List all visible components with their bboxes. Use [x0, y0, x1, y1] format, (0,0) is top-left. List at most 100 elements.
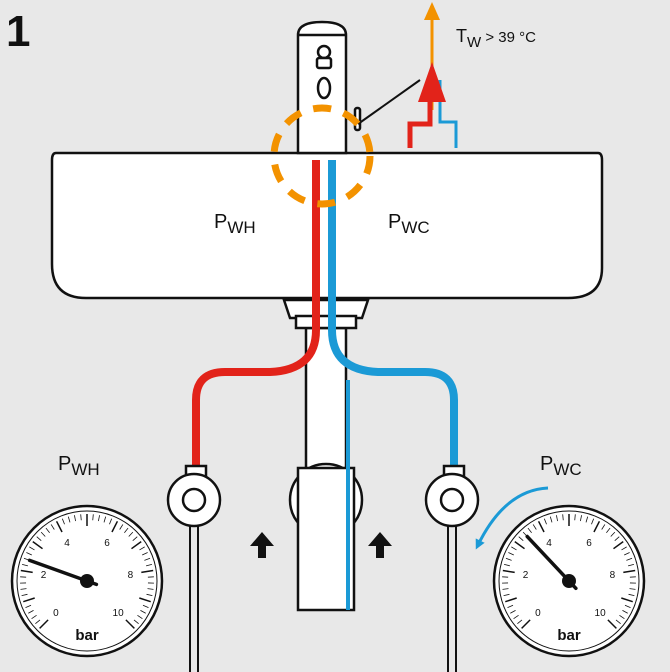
gauge-tick — [28, 610, 34, 614]
gauge-tick-label: 6 — [104, 538, 110, 549]
gauge-tick — [514, 541, 525, 550]
gauge-tick — [507, 604, 514, 608]
gauge-tick — [629, 588, 636, 590]
gauge-tick — [628, 593, 635, 597]
gauge-tick — [537, 520, 545, 533]
gauge-tick-label: 0 — [535, 608, 541, 619]
gauge-tick — [67, 516, 71, 523]
gauge-tick — [98, 515, 100, 522]
gauge-tick — [20, 588, 27, 590]
gauge-tick — [626, 557, 633, 561]
gauge-tick — [26, 552, 32, 556]
gauge-tick — [511, 546, 517, 551]
temperature-arrow-icon — [407, 2, 458, 148]
gauge-tick-label: 10 — [595, 608, 607, 619]
gauge-hub — [80, 574, 94, 588]
temperature-label: TW > 39 °C — [456, 26, 536, 51]
gauge-tick — [142, 604, 149, 608]
gauge-tick — [510, 610, 516, 614]
hot-valve — [166, 464, 222, 528]
gauge-tick — [591, 518, 595, 525]
gauge-tick-label: 10 — [113, 608, 125, 619]
gauge-tick — [621, 597, 633, 603]
gauge-tick — [627, 563, 634, 567]
gauge-tick — [119, 524, 124, 530]
gauge-tick — [593, 520, 601, 533]
gauge-tick — [61, 518, 65, 525]
gauge-tick — [505, 557, 512, 561]
gauge-rim — [498, 510, 640, 652]
gauge-tick — [35, 619, 41, 625]
gauge-tick — [29, 546, 35, 551]
gauge-tick — [103, 516, 107, 523]
gauge-rim — [16, 510, 158, 652]
gauge-tick — [128, 531, 134, 537]
gauge-tick — [518, 536, 524, 541]
supply-lines — [189, 520, 457, 672]
gauge-hot-label: PWH — [58, 453, 100, 479]
gauge-tick — [139, 597, 151, 603]
gauge-tick-label: 8 — [610, 570, 616, 581]
gauge-tick — [619, 614, 625, 619]
cold-water-pipe — [328, 160, 458, 468]
gauge-tick — [502, 588, 509, 590]
gauge-tick — [556, 515, 558, 522]
gauge-tick — [109, 518, 113, 525]
rotation-arrow-icon — [475, 486, 549, 550]
gauge-tick — [508, 552, 514, 556]
gauge-tick — [145, 563, 152, 567]
gauge-tick — [521, 619, 531, 629]
hot-water-pipe — [192, 160, 320, 468]
gauge-tick — [502, 569, 515, 574]
gauge-tick — [585, 516, 589, 523]
faucet — [296, 20, 362, 155]
gauge-unit: bar — [557, 627, 581, 644]
gauge-tick — [622, 610, 628, 614]
gauge-tick-label: 6 — [586, 538, 592, 549]
gauge-tick — [613, 541, 624, 550]
gauge-unit: bar — [75, 627, 99, 644]
gauge-tick — [80, 514, 82, 521]
gauge-tick — [23, 597, 35, 603]
gauge-tick-label: 4 — [546, 538, 552, 549]
flow-up-arrow-icon — [250, 532, 274, 558]
flow-up-arrow-icon — [368, 532, 392, 558]
gauge-tick — [92, 514, 94, 521]
siphon — [282, 298, 370, 612]
gauge-tick — [144, 557, 151, 561]
gauge-tick — [601, 524, 606, 530]
gauge-tick-label: 2 — [523, 570, 529, 581]
gauge-tick — [503, 593, 510, 597]
gauge-tick — [147, 588, 154, 590]
gauge-tick — [31, 614, 37, 619]
gauge-hub — [562, 574, 576, 588]
gauge-tick — [543, 518, 547, 525]
gauge-tick — [621, 546, 627, 551]
gauge-tick — [580, 515, 582, 522]
gauge-cold-label: PWC — [540, 453, 582, 479]
gauge-tick — [504, 563, 511, 567]
gauge-tick — [125, 619, 135, 629]
gauge-tick — [20, 569, 33, 574]
cold-pressure-gauge: 0 2 4 6 8 10 bar — [492, 504, 646, 658]
gauge-tick — [141, 569, 154, 574]
gauge-tick — [517, 619, 523, 625]
gauge-tick — [131, 541, 142, 550]
gauge-tick — [146, 593, 153, 597]
gauge-tick — [615, 619, 621, 625]
basin-cold-pressure-label: PWC — [388, 211, 430, 237]
gauge-tick — [139, 546, 145, 551]
gauge-tick — [133, 619, 139, 625]
gauge-tick — [513, 614, 519, 619]
gauge-tick — [74, 515, 76, 522]
gauge-tick — [39, 619, 49, 629]
gauge-tick — [137, 614, 143, 619]
gauge-tick — [25, 604, 32, 608]
gauge-tick — [32, 541, 43, 550]
gauge-tick — [111, 520, 119, 533]
gauge-tick-label: 4 — [64, 538, 70, 549]
highlight-circle — [270, 104, 374, 208]
gauge-tick — [140, 610, 146, 614]
gauge-tick-label: 0 — [53, 608, 59, 619]
